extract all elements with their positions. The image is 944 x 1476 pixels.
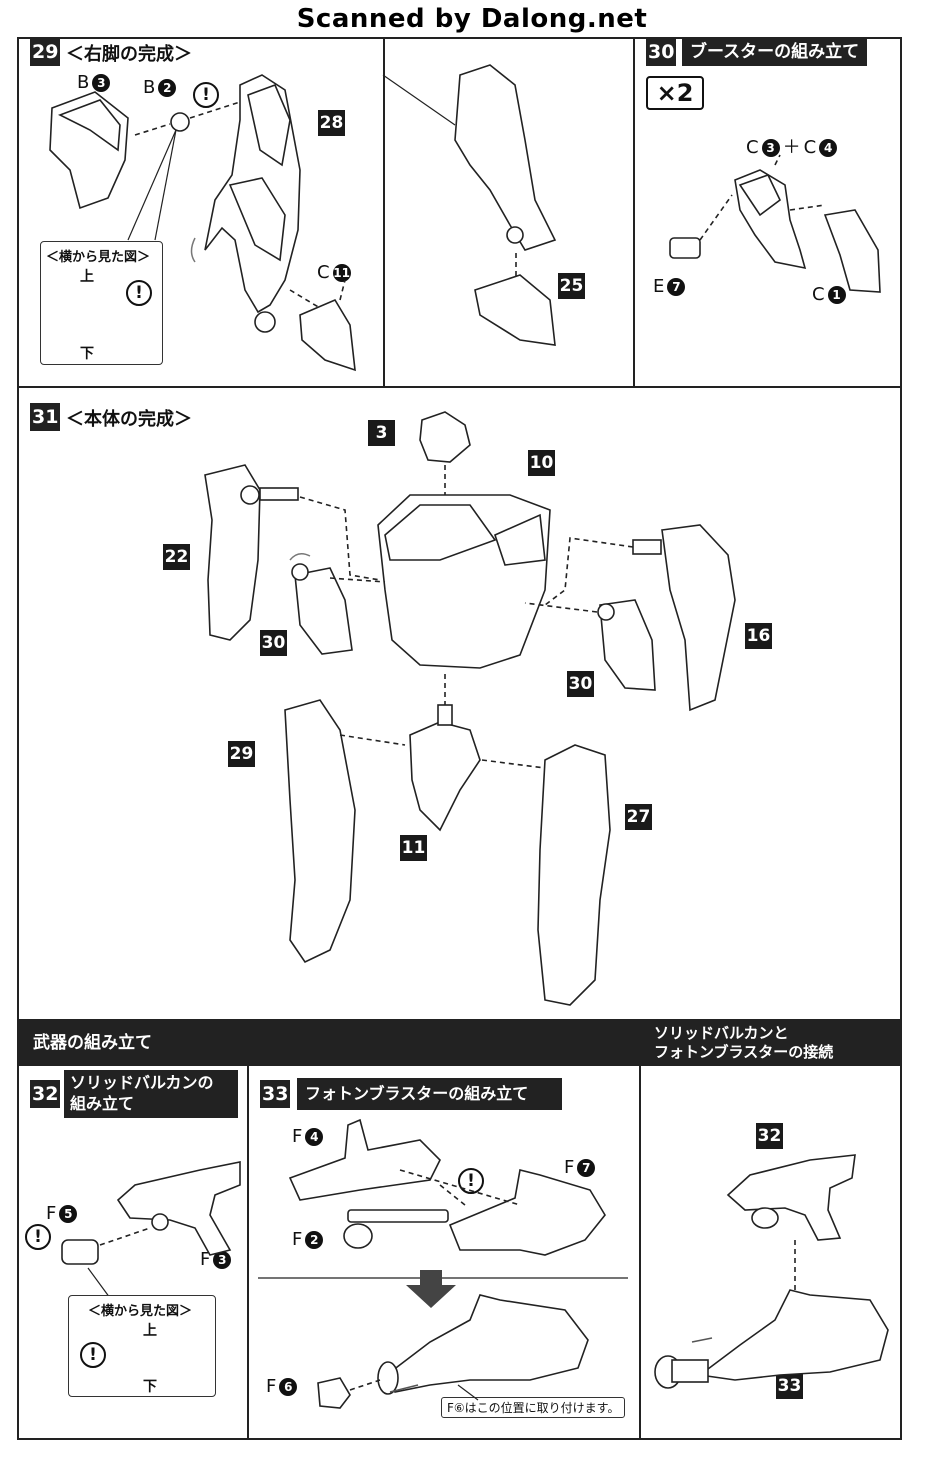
ref-tag-33: 33 [776, 1373, 803, 1399]
divider [17, 386, 902, 388]
ref-tag-30: 30 [567, 671, 594, 697]
step-31-title: ＜本体の完成＞ [66, 409, 192, 430]
side-view-bottom: 下 [143, 1379, 157, 1395]
step-31-illustration [204, 411, 736, 1006]
ref-tag-32: 32 [756, 1123, 783, 1149]
step-30-number: 30 [646, 38, 677, 66]
warning-icon: ! [25, 1224, 51, 1250]
step-29-title: ＜右脚の完成＞ [66, 44, 192, 65]
side-view-top: 上 [143, 1323, 157, 1339]
connect-header-line2: フォトンブラスターの接続 [654, 1043, 834, 1061]
side-view-title: ＜横から見た図＞ [46, 250, 151, 265]
weapons-header: 武器の組み立て [17, 1020, 640, 1066]
warning-icon: ! [126, 280, 152, 306]
step-31-number: 31 [30, 403, 61, 431]
side-view-bottom: 下 [80, 346, 94, 362]
placement-note: F⑥はこの位置に取り付けます。 [441, 1397, 626, 1418]
step-32-title: ソリッドバルカンの 組み立て [64, 1070, 238, 1118]
divider [639, 1066, 641, 1440]
ref-tag-27: 27 [625, 804, 652, 830]
step-33-number: 33 [260, 1080, 291, 1108]
warning-icon: ! [193, 82, 219, 108]
ref-tag-25: 25 [558, 273, 585, 299]
side-view-title: ＜横から見た図＞ [88, 1304, 193, 1319]
warning-icon: ! [458, 1168, 484, 1194]
warning-icon: ! [80, 1342, 106, 1368]
step-30-illustration [669, 154, 881, 293]
ref-tag-10: 10 [528, 450, 555, 476]
step-30-title: ブースターの組み立て [682, 38, 868, 66]
ref-tag-11: 11 [400, 835, 427, 861]
ref-tag-3: 3 [368, 420, 395, 446]
side-view-top: 上 [80, 269, 94, 285]
step-32-title-line1: ソリッドバルカンの [70, 1073, 214, 1092]
ref-tag-16: 16 [745, 623, 772, 649]
quantity-badge: ×2 [646, 76, 704, 110]
connect-header: ソリッドバルカンと フォトンブラスターの接続 [640, 1020, 902, 1066]
connect-header-line1: ソリッドバルカンと [654, 1024, 789, 1042]
divider [247, 1066, 249, 1440]
divider [633, 37, 635, 387]
watermark: Scanned by Dalong.net [296, 4, 648, 34]
step-32-number: 32 [30, 1080, 61, 1108]
ref-tag-30: 30 [260, 630, 287, 656]
step-32-title-line2: 組み立て [70, 1094, 135, 1113]
ref-tag-29: 29 [228, 741, 255, 767]
step-29-number: 29 [30, 38, 61, 66]
step-33-title: フォトンブラスターの組み立て [297, 1078, 562, 1110]
ref-tag-28: 28 [318, 110, 345, 136]
ref-tag-22: 22 [163, 544, 190, 570]
divider [383, 37, 385, 387]
